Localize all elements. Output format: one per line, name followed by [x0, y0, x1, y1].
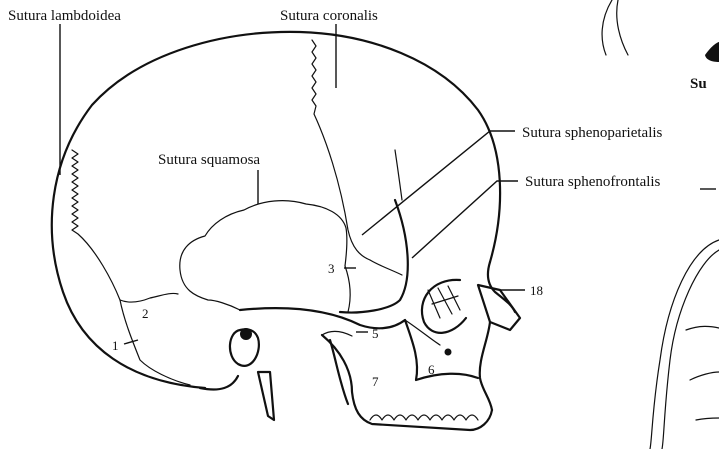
number-7: 7 [372, 374, 379, 389]
parietal-line-marker [395, 150, 402, 200]
zygomatic-arch [240, 308, 405, 328]
mandible-outline [322, 335, 492, 430]
number-18: 18 [530, 283, 543, 298]
number-1: 1 [112, 338, 119, 353]
styloid-process [258, 372, 274, 420]
maxilla-outline [405, 320, 478, 380]
occipital-mastoid-suture [120, 293, 190, 385]
meatus-inner [240, 328, 252, 340]
label-sutura-lambdoidea: Sutura lambdoidea [8, 8, 121, 24]
right-partial-figures [602, 0, 719, 449]
number-6: 6 [428, 362, 435, 377]
number-5: 5 [372, 326, 379, 341]
sphenoid-boundary [345, 266, 350, 312]
infraorbital-foramen [445, 349, 452, 356]
leader-sutura-sphenofrontalis [412, 181, 518, 258]
leader-1 [124, 340, 138, 344]
number-3: 3 [328, 261, 335, 276]
teeth-row [370, 415, 478, 420]
sutura-coronalis-line [312, 40, 370, 260]
label-sutura-squamosa: Sutura squamosa [158, 152, 260, 168]
mandible-notch [322, 331, 352, 336]
top-right-blob [705, 42, 719, 62]
label-sutura-sphenoparietalis: Sutura sphenoparietalis [522, 125, 663, 141]
leader-sutura-sphenoparietalis [362, 131, 515, 235]
lower-right-partial-outline-2 [662, 250, 719, 449]
lower-right-partial-detail [686, 326, 719, 420]
orbit-outline [422, 280, 466, 333]
top-right-partial-drawing [602, 0, 628, 55]
sutura-lambdoidea-line [72, 150, 120, 300]
label-sutura-coronalis: Sutura coronalis [280, 8, 378, 24]
label-sutura-sphenofrontalis: Sutura sphenofrontalis [525, 174, 661, 190]
face-front-line [480, 322, 492, 410]
sphenofrontal-suture-segment [370, 260, 402, 275]
nasal-bone-outline [478, 285, 520, 330]
lower-right-partial-outline [650, 240, 719, 449]
sutura-squamosa-line [180, 201, 347, 310]
skull-drawing [52, 32, 520, 430]
number-2: 2 [142, 306, 149, 321]
cranial-vault-outline [52, 32, 500, 388]
mandible-ramus [330, 340, 348, 404]
label-partial-su: Su [690, 76, 707, 92]
orbit-inner-lines [428, 286, 460, 318]
